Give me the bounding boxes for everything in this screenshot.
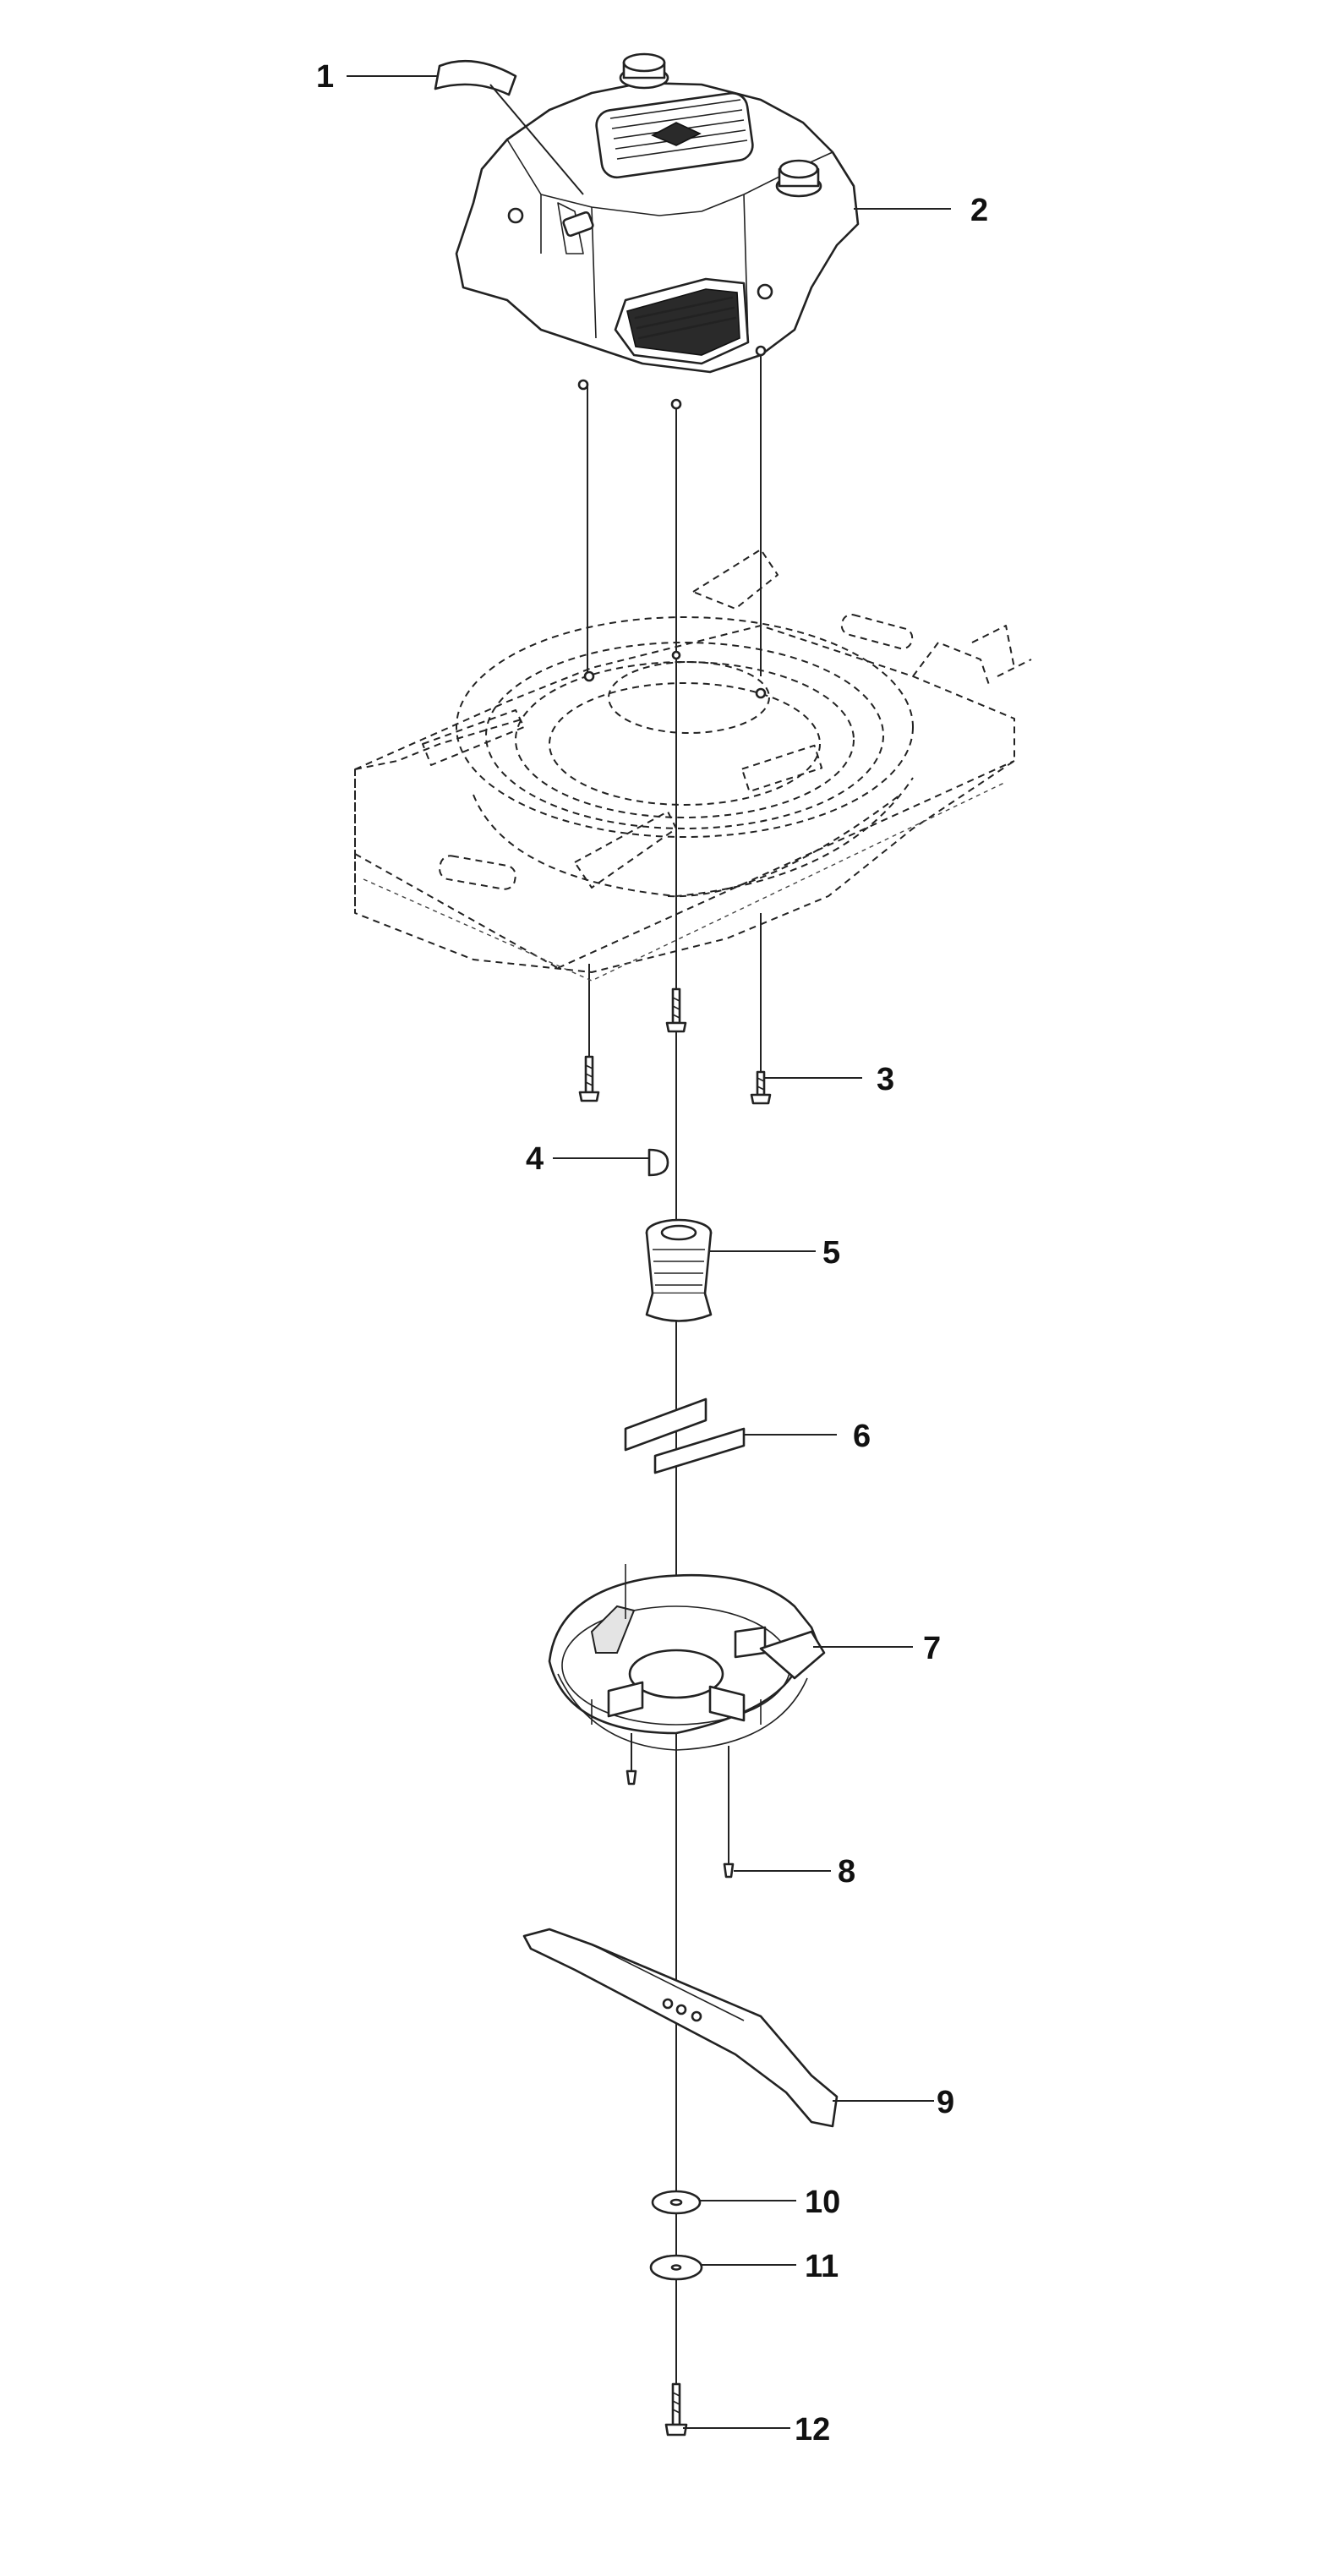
callout-9: 9	[937, 2085, 954, 2120]
part-deck-bolt	[578, 987, 772, 1105]
part-woodruff-key	[647, 1148, 669, 1177]
oil-cap-icon	[619, 52, 669, 90]
callout-1: 1	[316, 59, 334, 95]
callout-11: 11	[805, 2249, 839, 2284]
part-washer-b	[649, 2254, 703, 2281]
callout-8: 8	[838, 1854, 855, 1890]
part-washer-a	[651, 2190, 702, 2215]
callout-5: 5	[822, 1235, 840, 1271]
callout-6: 6	[853, 1419, 871, 1454]
part-label-decal	[434, 59, 517, 96]
part-engine	[455, 52, 860, 410]
engine-front-grille	[614, 277, 750, 365]
part-cutting-blade	[522, 1928, 839, 2128]
mower-deck	[354, 549, 1032, 982]
callout-3: 3	[877, 1062, 894, 1097]
fuel-cap-icon	[775, 159, 822, 198]
callout-2: 2	[970, 193, 988, 228]
engine-top-grille	[609, 99, 748, 160]
leader-lines	[347, 75, 951, 2429]
callout-4: 4	[526, 1141, 544, 1177]
callout-10: 10	[805, 2185, 840, 2220]
callout-12: 12	[795, 2412, 830, 2447]
callout-7: 7	[923, 1631, 941, 1666]
part-blade-housing	[548, 1564, 826, 1751]
part-spacer-plates	[624, 1397, 746, 1474]
part-housing-screw	[626, 1733, 735, 1879]
part-blade-bolt	[664, 2382, 688, 2437]
part-blade-adapter	[645, 1218, 713, 1322]
